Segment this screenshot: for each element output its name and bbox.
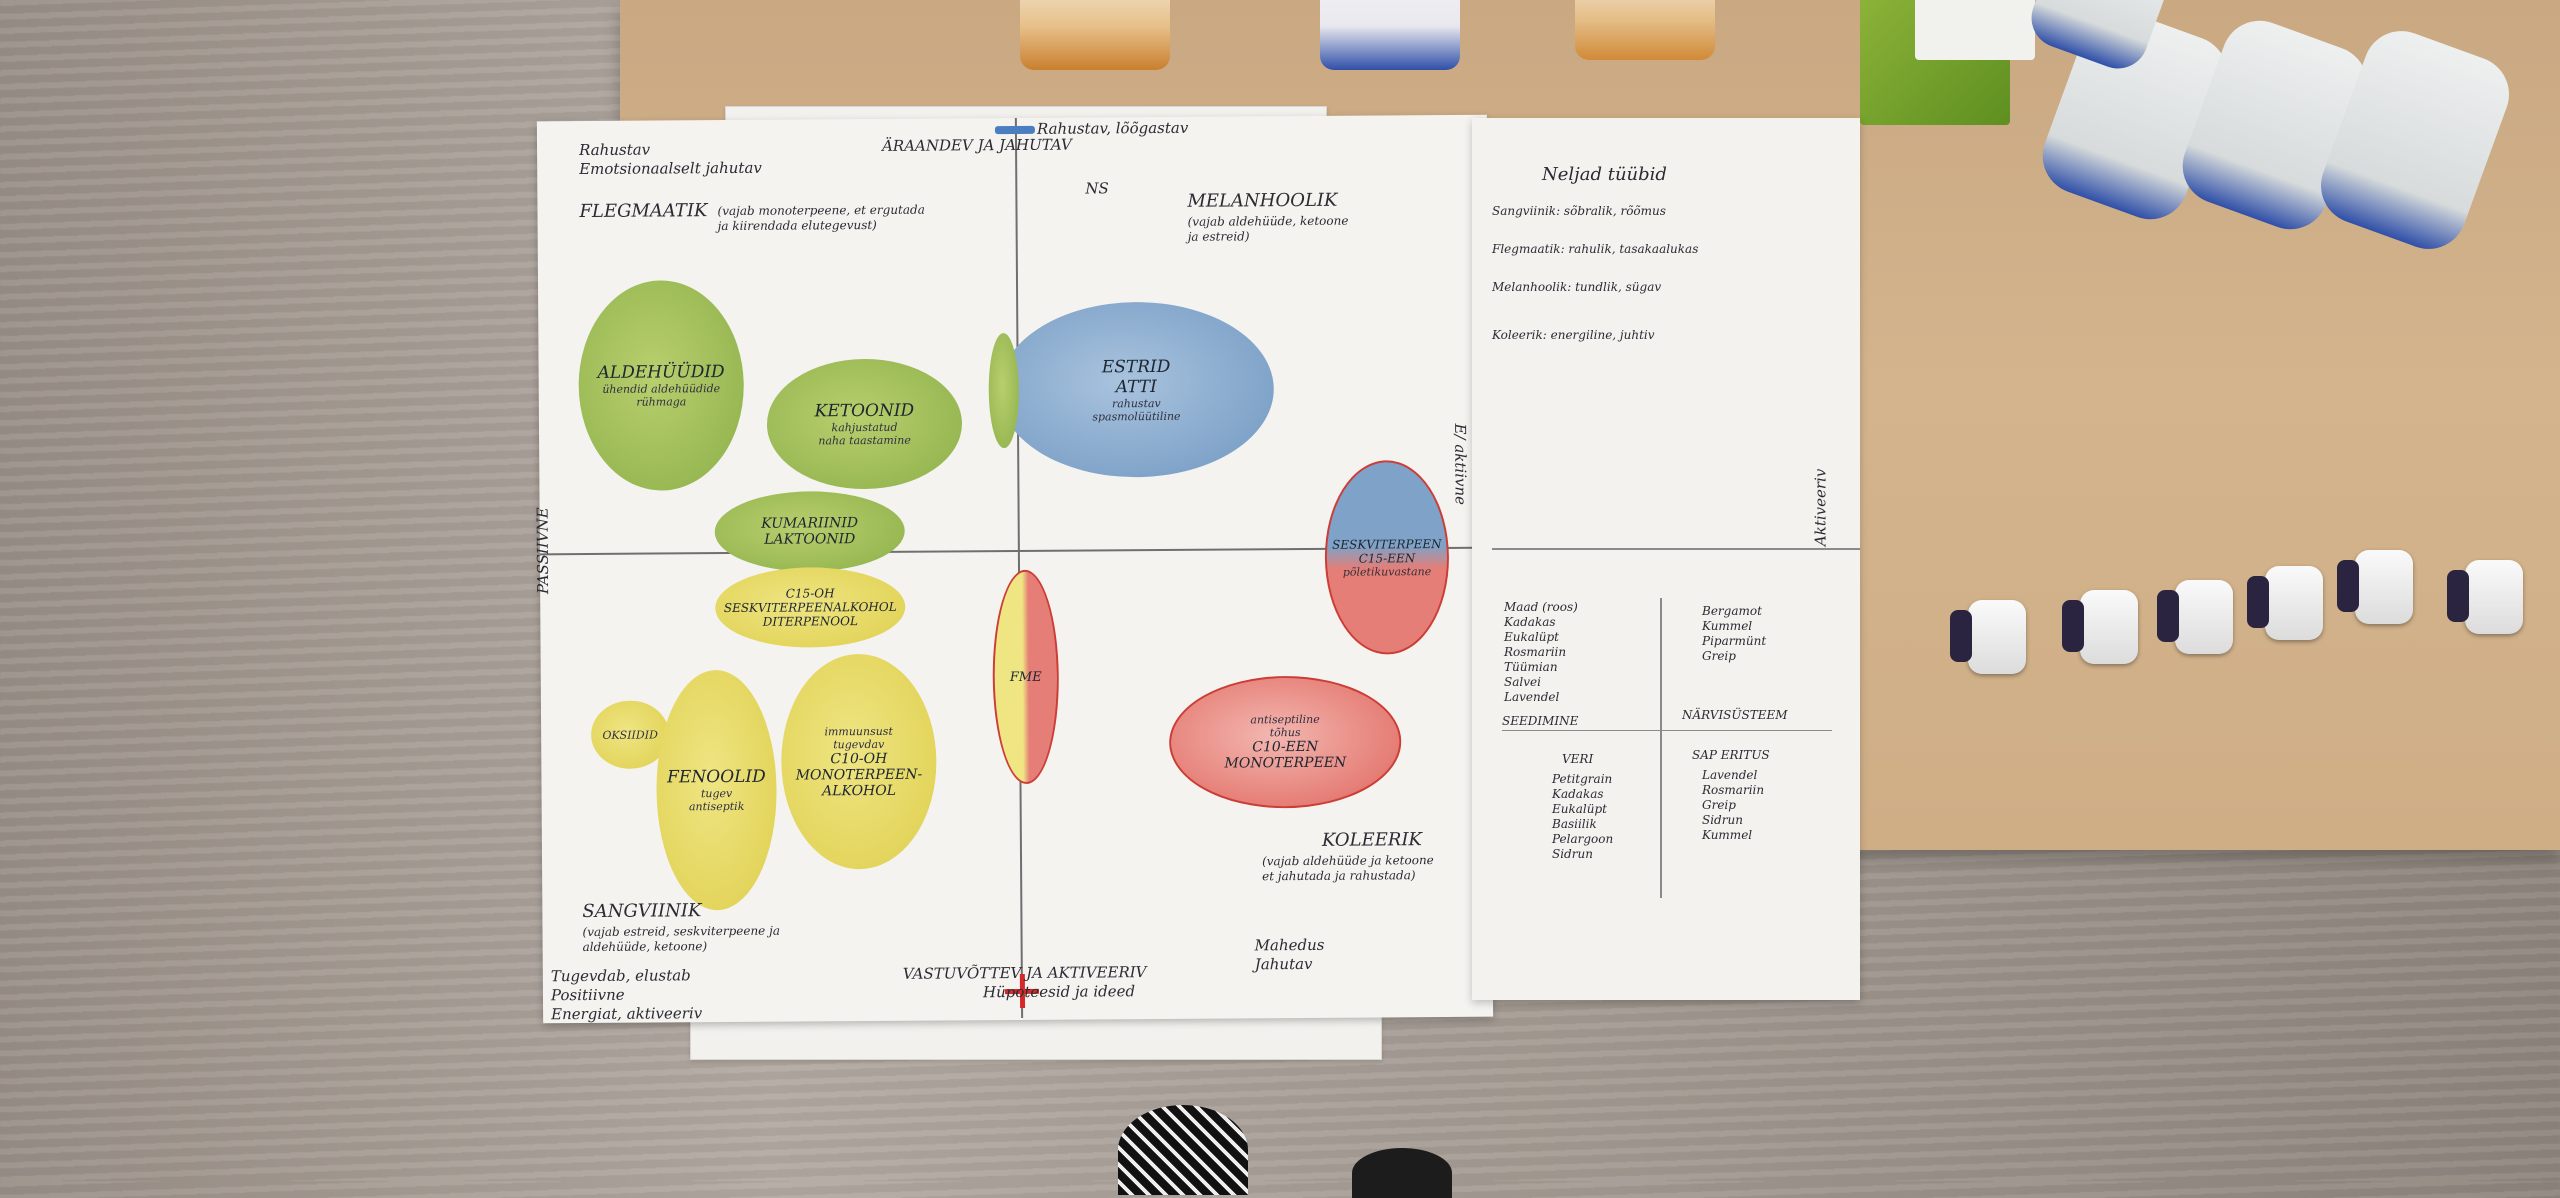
blob-sesquiterpene: SESKVITERPEEN C15-EEN põletikuvastane [1324,459,1450,655]
vial-4 [2247,566,2323,640]
blob-sesquiterpenol: C15-OH SESKVITERPEENALKOHOL DITERPENOOL [714,566,906,649]
legend-section-narvisusteem: NÄRVISÜSTEEM [1682,708,1788,722]
blob-aldehydes: ALDEHÜÜDID ühendid aldehüüdide rühmaga [577,279,745,492]
blob-estrid: ESTRID ATTI rahustav spasmolüütiline [998,301,1275,479]
vial-5 [2337,550,2413,624]
legend-line-3: Melanhoolik: tundlik, sügav [1492,280,1662,294]
legend-sheet: Neljad tüübid Sangviinik: sõbralik, rõõm… [1472,118,1860,1000]
legend-title: Neljad tüübid [1542,164,1667,185]
vial-6 [2447,560,2523,634]
legend-section-veri: VERI [1562,752,1594,766]
vial-3 [2157,580,2233,654]
legend-section-sap-eritus: SAP ERITUS [1692,748,1770,762]
white-box [1915,0,2035,60]
legend-mid-line [1502,730,1832,731]
vertical-axis-line [1014,117,1024,1018]
melanhoolik-heading: MELANHOOLIK [1187,189,1338,212]
legend-vertical-line [1660,598,1662,898]
koleerik-heading: KOLEERIK [1321,829,1423,851]
shoe-left [1118,1105,1248,1195]
blob-monoterpenol: immuunsust tugevdav C10-OH MONOTERPEEN-A… [780,653,938,870]
blob-ketones: KETOONID kahjustatud naha taastamine [766,358,963,490]
flegmaatik-heading: FLEGMAATIK [579,200,708,223]
blob-fenoolid: FENOOLID tugev antiseptik [655,669,778,911]
blob-monoterpene: antiseptiline tõhus C10-EEN MONOTERPEEN [1168,675,1402,809]
shoe-right [1352,1148,1452,1198]
vial-2 [2062,590,2138,664]
right-axis-label: E/ aktiivne [1451,423,1470,506]
legend-horizontal-line [1492,548,1860,550]
left-axis-label: PASSIIVNE [533,507,553,595]
legend-right-axis: Aktiveeriv [1811,468,1830,547]
oil-bottle-amber-2 [1575,0,1715,60]
blob-kumariinid: KUMARIINID LAKTOONID [714,490,906,573]
legend-section-seedimine: SEEDIMINE [1502,714,1579,728]
top-center-title: ÄRAANDEV JA JAHUTAV [881,135,1072,155]
legend-line-1: Sangviinik: sõbralik, rõõmus [1492,204,1666,218]
oil-bottle-blue-1 [1320,0,1460,70]
ns-label: NS [1085,179,1109,198]
legend-line-2: Flegmaatik: rahulik, tasakaalukas [1492,242,1699,256]
legend-line-4: Koleerik: energiline, juhtiv [1492,328,1655,342]
top-axis-note: Rahustav, lõõgastav [1036,118,1189,138]
vial-1 [1950,600,2026,674]
blob-fme: FME [992,569,1060,785]
sangviinik-heading: SANGVIINIK [582,900,702,923]
oil-bottle-amber-1 [1020,0,1170,70]
blue-axis-mark [994,125,1035,135]
